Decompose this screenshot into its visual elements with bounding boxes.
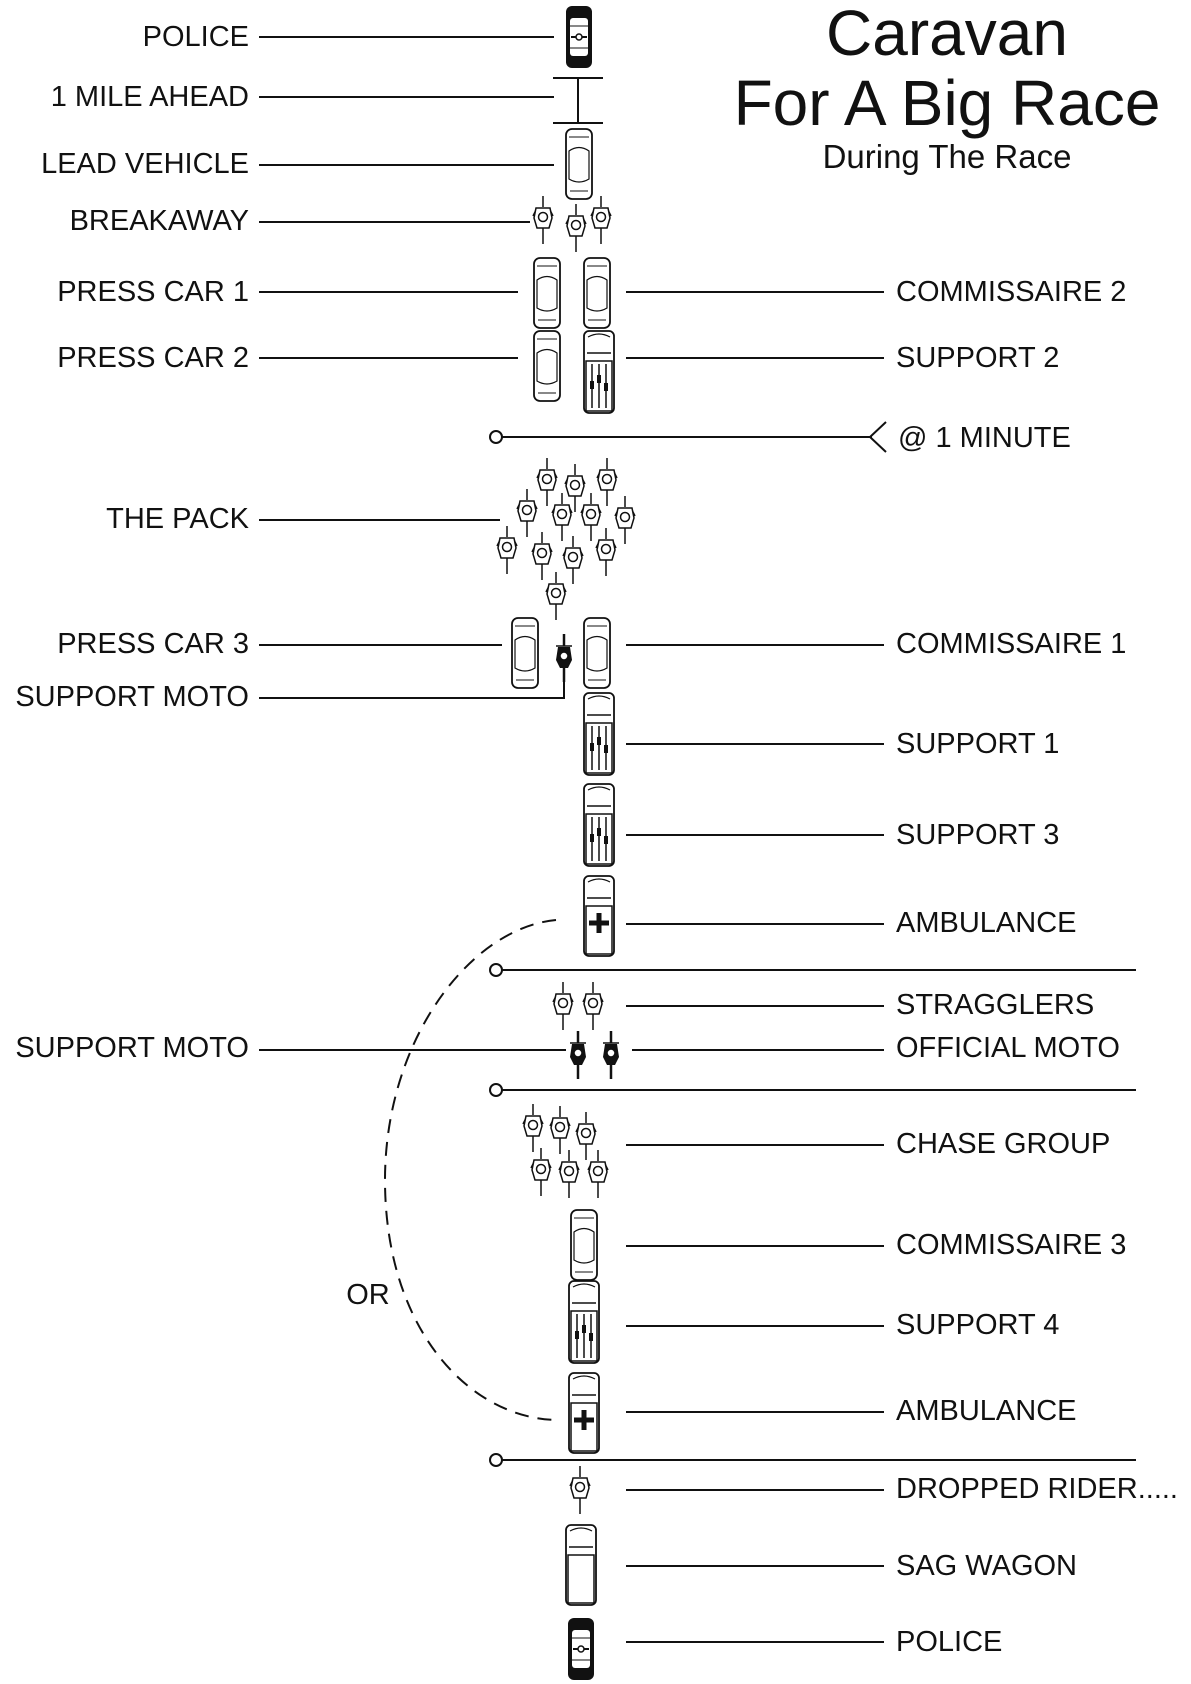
label-ambulance-2: AMBULANCE [896, 1395, 1077, 1427]
cyclist-icon [595, 527, 617, 577]
sag-wagon-icon [565, 1524, 597, 1606]
car-icon [533, 257, 561, 329]
label-or: OR [346, 1279, 390, 1311]
distance-gap-icon [553, 77, 603, 124]
title-subtitle: During The Race [823, 138, 1072, 175]
leader-support-moto-1 [259, 682, 565, 699]
cyclist-icon [587, 1149, 609, 1199]
time-gap-marker [489, 430, 503, 444]
cyclist-icon [580, 492, 602, 542]
car-icon [583, 257, 611, 329]
label-press-car-1: PRESS CAR 1 [57, 276, 249, 308]
police-car-icon [565, 5, 593, 69]
label-support-1: SUPPORT 1 [896, 728, 1059, 760]
cyclist-icon [552, 981, 574, 1031]
cyclist-icon [562, 535, 584, 585]
cyclist-icon [545, 571, 567, 621]
cyclist-icon [496, 525, 518, 575]
cyclist-icon [522, 1103, 544, 1153]
label-support-4: SUPPORT 4 [896, 1309, 1059, 1341]
the-pack-group [496, 457, 636, 621]
cyclist-icon [596, 457, 618, 507]
label-support-moto-1: SUPPORT MOTO [15, 681, 249, 713]
label-commissaire-1: COMMISSAIRE 1 [896, 628, 1126, 660]
cyclist-icon [590, 195, 612, 245]
label-press-car-3: PRESS CAR 3 [57, 628, 249, 660]
label-press-car-2: PRESS CAR 2 [57, 342, 249, 374]
label-breakaway: BREAKAWAY [70, 205, 249, 237]
label-commissaire-2: COMMISSAIRE 2 [896, 276, 1126, 308]
cyclist-icon [565, 203, 587, 253]
group-divider-marker [489, 1083, 503, 1097]
cyclist-icon [575, 1111, 597, 1161]
ambulance-alternative-path [383, 919, 557, 1421]
label-mile-ahead: 1 MILE AHEAD [51, 81, 249, 113]
chase-group [522, 1103, 609, 1199]
support-car-icon [583, 783, 615, 867]
cyclist-icon [582, 981, 604, 1031]
support-car-icon [568, 1280, 600, 1364]
car-icon [565, 128, 593, 200]
cyclist-icon [569, 1465, 591, 1515]
car-icon [511, 617, 539, 689]
cyclist-icon [558, 1149, 580, 1199]
police-car-icon [567, 1617, 595, 1681]
motorcycle-icon [568, 1029, 588, 1081]
group-divider-marker [489, 963, 503, 977]
group-divider-marker [489, 1453, 503, 1467]
cyclist-icon [532, 195, 554, 245]
label-the-pack: THE PACK [106, 503, 250, 535]
cyclist-icon [530, 1147, 552, 1197]
cyclist-icon [614, 495, 636, 545]
motorcycle-icon [554, 632, 574, 684]
ambulance-icon [568, 1372, 600, 1454]
title-line-1: Caravan [826, 0, 1068, 69]
label-stragglers: STRAGGLERS [896, 989, 1094, 1021]
support-car-icon [583, 692, 615, 776]
label-commissaire-3: COMMISSAIRE 3 [896, 1229, 1126, 1261]
label-sag-wagon: SAG WAGON [896, 1550, 1077, 1582]
label-official-moto: OFFICIAL MOTO [896, 1032, 1120, 1064]
title-line-2: For A Big Race [734, 67, 1161, 139]
label-support-3: SUPPORT 3 [896, 819, 1059, 851]
motorcycle-icon [601, 1029, 621, 1081]
label-support-moto-2: SUPPORT MOTO [15, 1032, 249, 1064]
label-chase-group: CHASE GROUP [896, 1128, 1110, 1160]
label-one-minute: @ 1 MINUTE [898, 422, 1071, 454]
time-gap-arrow [868, 421, 887, 453]
cyclist-icon [549, 1105, 571, 1155]
car-icon [570, 1209, 598, 1281]
support-car-icon [583, 330, 615, 414]
cyclist-icon [551, 492, 573, 542]
label-lead-vehicle: LEAD VEHICLE [41, 148, 249, 180]
cyclist-icon [516, 488, 538, 538]
label-police-top: POLICE [143, 21, 249, 53]
cyclist-icon [531, 531, 553, 581]
car-icon [533, 330, 561, 402]
label-ambulance-1: AMBULANCE [896, 907, 1077, 939]
label-support-2: SUPPORT 2 [896, 342, 1059, 374]
label-police-bottom: POLICE [896, 1626, 1002, 1658]
label-dropped-rider: DROPPED RIDER..... [896, 1473, 1178, 1505]
cyclist-icon [536, 457, 558, 507]
ambulance-icon [583, 875, 615, 957]
car-icon [583, 617, 611, 689]
